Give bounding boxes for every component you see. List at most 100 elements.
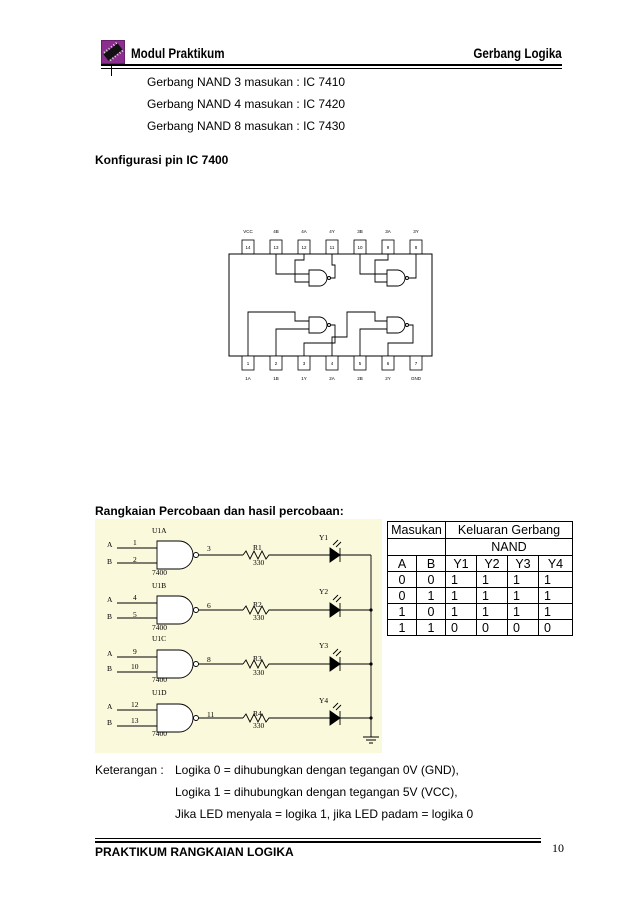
header-keluaran-gerbang: Keluaran Gerbang bbox=[445, 521, 573, 539]
ic-bottom-pin-number: 6 bbox=[387, 361, 390, 366]
truth-table: Masukan Keluaran Gerbang NAND A B Y1 Y2 … bbox=[387, 521, 573, 636]
cell: 1 bbox=[476, 603, 508, 620]
footer-rule bbox=[95, 841, 541, 843]
notes-label: Keterangan : bbox=[95, 763, 164, 777]
pin-label: 13 bbox=[131, 716, 139, 725]
ic-top-label: 4B bbox=[273, 229, 279, 234]
input-a-label: A bbox=[107, 649, 113, 658]
resistor-label: R3 bbox=[253, 654, 262, 663]
pin-label: 5 bbox=[133, 610, 137, 619]
ic-bottom-pin-number: 2 bbox=[275, 361, 278, 366]
resistor-value: 330 bbox=[253, 613, 265, 622]
ic-top-pin-number: 10 bbox=[357, 245, 363, 250]
resistor-label: R1 bbox=[253, 543, 262, 552]
cell: 0 bbox=[507, 619, 539, 636]
header-rule bbox=[101, 64, 562, 66]
resistor-value: 330 bbox=[253, 558, 265, 567]
resistor-label: R2 bbox=[253, 600, 262, 609]
notes-line-2: Logika 1 = dihubungkan dengan tegangan 5… bbox=[175, 785, 458, 799]
header-nand: NAND bbox=[445, 538, 573, 556]
ic-bottom-pin-number: 4 bbox=[331, 361, 334, 366]
table-row: 1 1 0 0 0 0 bbox=[387, 619, 573, 636]
ic-bottom-label: GND bbox=[411, 376, 422, 381]
ic-top-label: 3Y bbox=[413, 229, 419, 234]
pin-label: 8 bbox=[207, 655, 211, 664]
pin-label: 12 bbox=[131, 700, 139, 709]
pin-label: 1 bbox=[133, 538, 137, 547]
page-number: 10 bbox=[552, 841, 564, 855]
cell: 1 bbox=[538, 571, 573, 588]
notes-line-3: Jika LED menyala = logika 1, jika LED pa… bbox=[175, 807, 474, 821]
cell: 1 bbox=[538, 603, 573, 620]
nand-led-schematic: U1A A 1 B 2 3 7400 R1 330 Y1 U1B A 4 B 5… bbox=[107, 526, 379, 744]
cell: 1 bbox=[445, 571, 477, 588]
experiment-heading: Rangkaian Percobaan dan hasil percobaan: bbox=[95, 504, 344, 518]
intro-line-2: Gerbang NAND 4 masukan : IC 7420 bbox=[147, 97, 346, 111]
led-label: Y2 bbox=[319, 587, 328, 596]
pin-config-heading: Konfigurasi pin IC 7400 bbox=[95, 153, 229, 167]
ic-top-pin-number: 9 bbox=[387, 245, 390, 250]
input-a-label: A bbox=[107, 595, 113, 604]
gate-unit-label: U1A bbox=[152, 526, 167, 535]
pin-label: 11 bbox=[207, 710, 214, 719]
col-y3-header: Y3 bbox=[507, 555, 539, 572]
cell: 1 bbox=[416, 619, 446, 636]
cell: 1 bbox=[507, 603, 539, 620]
truth-table-column-headers: A B Y1 Y2 Y3 Y4 bbox=[387, 555, 573, 572]
cell: 1 bbox=[476, 587, 508, 604]
led-label: Y4 bbox=[319, 696, 328, 705]
ic-top-pin-number: 14 bbox=[245, 245, 251, 250]
part-label: 7400 bbox=[152, 729, 167, 738]
cell: 1 bbox=[387, 603, 417, 620]
cell: 1 bbox=[507, 587, 539, 604]
pin-label: 3 bbox=[207, 544, 211, 553]
ic-top-pin-number: 13 bbox=[273, 245, 279, 250]
gate-unit-label: U1B bbox=[152, 581, 166, 590]
cell: 1 bbox=[507, 571, 539, 588]
footer-title: PRAKTIKUM RANGKAIAN LOGIKA bbox=[95, 845, 294, 859]
header-margin-mark bbox=[111, 66, 112, 76]
pin-label: 4 bbox=[133, 593, 137, 602]
cell: 0 bbox=[387, 571, 417, 588]
cell: 0 bbox=[476, 619, 508, 636]
ic-top-label: 3B bbox=[357, 229, 363, 234]
gate-unit-label: U1C bbox=[152, 634, 166, 643]
input-b-label: B bbox=[107, 557, 112, 566]
col-a-header: A bbox=[387, 555, 417, 572]
input-a-label: A bbox=[107, 702, 113, 711]
ic-7400-pin-diagram: VCC 4B 4A 4Y 3B 3A 3Y 14 13 12 11 10 9 8… bbox=[228, 229, 433, 381]
ic-bottom-label: 2Y bbox=[385, 376, 391, 381]
ic-chip-logo-icon bbox=[101, 40, 125, 64]
cell: 0 bbox=[416, 571, 446, 588]
pin-label: 9 bbox=[133, 647, 137, 656]
table-row: 0 1 1 1 1 1 bbox=[387, 587, 573, 604]
ic-top-label: 3A bbox=[385, 229, 391, 234]
input-b-label: B bbox=[107, 718, 112, 727]
cell: 1 bbox=[445, 587, 477, 604]
cell: 1 bbox=[476, 571, 508, 588]
pin-label: 10 bbox=[131, 662, 139, 671]
ic-top-label: 4A bbox=[301, 229, 307, 234]
ic-bottom-pin-number: 3 bbox=[303, 361, 306, 366]
col-y1-header: Y1 bbox=[445, 555, 477, 572]
cell: 0 bbox=[445, 619, 477, 636]
resistor-value: 330 bbox=[253, 721, 265, 730]
table-row: 0 0 1 1 1 1 bbox=[387, 571, 573, 588]
col-y4-header: Y4 bbox=[538, 555, 573, 572]
ic-bottom-label: 1A bbox=[245, 376, 251, 381]
pin-label: 2 bbox=[133, 555, 137, 564]
header-right-title: Gerbang Logika bbox=[473, 46, 562, 61]
ic-top-label: 4Y bbox=[329, 229, 335, 234]
cell: 0 bbox=[538, 619, 573, 636]
ic-bottom-label: 1B bbox=[273, 376, 279, 381]
gate-unit-label: U1D bbox=[152, 688, 167, 697]
ic-top-pin-number: 8 bbox=[415, 245, 418, 250]
part-label: 7400 bbox=[152, 623, 167, 632]
notes-line-1: Logika 0 = dihubungkan dengan tegangan 0… bbox=[175, 763, 459, 777]
header-masukan-blank bbox=[387, 538, 446, 556]
cell: 1 bbox=[538, 587, 573, 604]
part-label: 7400 bbox=[152, 568, 167, 577]
cell: 1 bbox=[445, 603, 477, 620]
col-b-header: B bbox=[416, 555, 446, 572]
ic-bottom-pin-number: 7 bbox=[415, 361, 418, 366]
